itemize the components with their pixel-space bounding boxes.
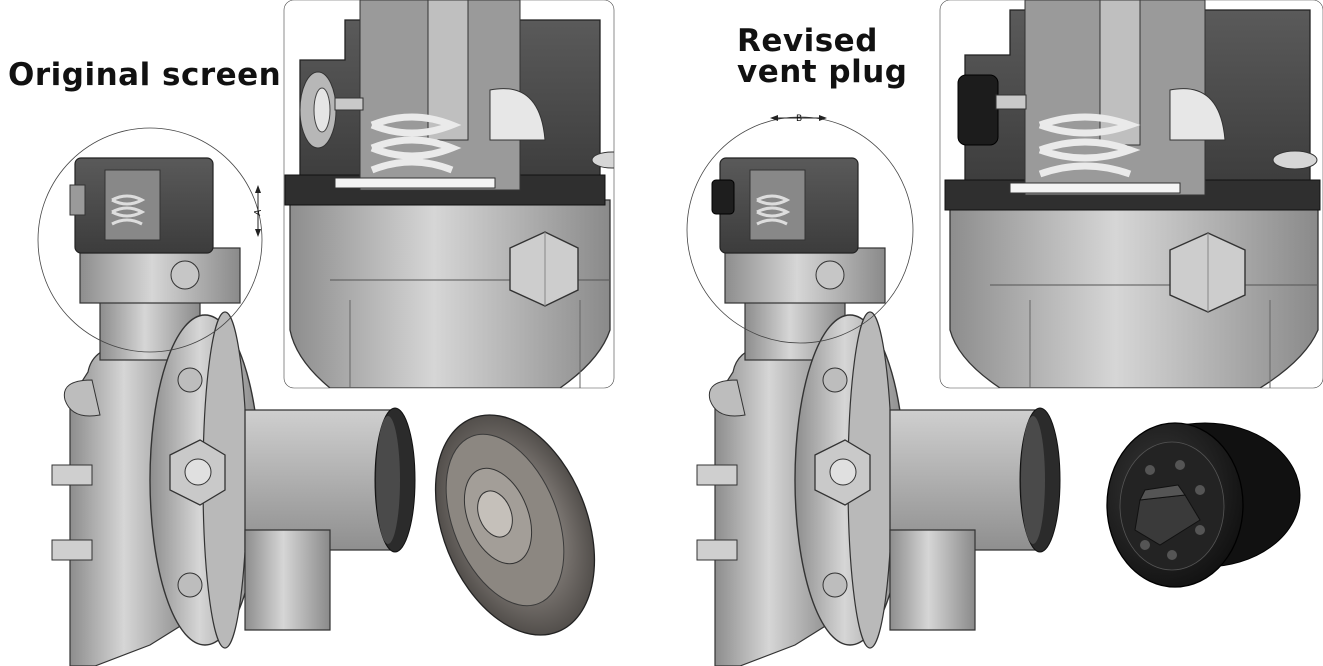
title-original-screen: Original screen (8, 57, 282, 93)
regulator-revised (686, 115, 1061, 666)
zoom-detail-revised (940, 0, 1323, 388)
zoom-frame-left (283, 0, 615, 389)
zoom-detail-original (284, 0, 614, 388)
original-screen-part (434, 414, 596, 636)
revised-vent-plug-part (1106, 422, 1301, 588)
regulator-original (37, 127, 416, 666)
callout-letter-a: A (253, 208, 264, 217)
callout-letter-b: B (796, 114, 802, 124)
title-revised-vent-plug: Revised vent plug (737, 23, 908, 90)
zoom-frame-right (939, 0, 1323, 389)
